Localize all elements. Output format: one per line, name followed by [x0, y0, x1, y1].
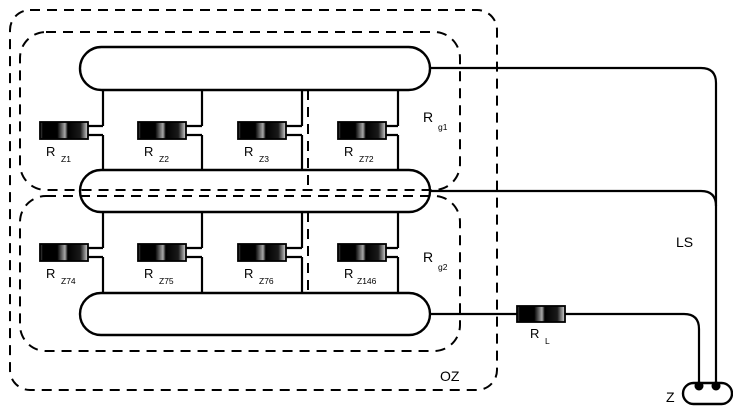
resistor-body	[237, 243, 287, 262]
resistor-leads	[286, 246, 302, 259]
resistor-label-sub: Z1	[61, 154, 71, 164]
group2-rails	[101, 212, 400, 293]
resistor-label-sub: Z75	[159, 276, 174, 286]
resistor-leads	[88, 124, 103, 137]
load-to-source-wire	[565, 312, 701, 384]
group1-label-main: R	[423, 109, 433, 125]
resistor-label-sub: Z76	[259, 276, 274, 286]
group1-label: R g1	[423, 109, 448, 132]
resistor-body	[516, 305, 566, 323]
resistor-body	[137, 121, 187, 140]
resistor-label: R	[46, 266, 55, 281]
resistor-label: R	[144, 144, 153, 159]
resistor-body	[137, 243, 187, 262]
group1-label-sub: g1	[438, 122, 448, 132]
group2-label: R g2	[423, 249, 448, 272]
resistor-leads	[186, 124, 202, 137]
resistor-label: R	[46, 144, 55, 159]
group2-label-sub: g2	[438, 262, 448, 272]
resistor-label: R	[144, 266, 153, 281]
group2-box	[19, 195, 461, 352]
resistor-body	[337, 243, 387, 262]
resistor-label-sub: Z3	[259, 154, 269, 164]
resistor-z72: R Z72	[337, 121, 398, 164]
source-element: Z	[666, 381, 733, 406]
resistor-z75: R Z75	[137, 243, 202, 286]
source-terminal-left	[694, 381, 704, 391]
resistor-label: R	[244, 266, 253, 281]
resistor-label-sub: Z72	[359, 154, 374, 164]
source-terminal-right	[711, 381, 721, 391]
resistor-z1: R Z1	[39, 121, 103, 164]
resistor-leads	[286, 124, 302, 137]
resistor-body	[237, 121, 287, 140]
resistor-leads	[386, 246, 398, 259]
load-resistor: R L	[516, 305, 566, 346]
resistor-z2: R Z2	[137, 121, 202, 164]
resistor-label: R	[244, 144, 253, 159]
resistor-label-sub: Z74	[61, 276, 76, 286]
middle-bus-to-source-wire	[430, 189, 718, 207]
resistor-leads	[386, 124, 398, 137]
resistor-label-sub: Z146	[357, 276, 377, 286]
resistor-body	[337, 121, 387, 140]
resistor-z74: R Z74	[39, 243, 103, 286]
source-body	[681, 381, 733, 406]
outer-box-label: OZ	[440, 368, 460, 384]
resistor-z146: R Z146	[337, 243, 398, 286]
resistor-z76: R Z76	[237, 243, 302, 286]
resistor-leads	[88, 246, 103, 259]
group1-box	[19, 31, 461, 191]
resistor-z3: R Z3	[237, 121, 302, 164]
bottom-bus-bar	[78, 291, 432, 337]
group2-label-main: R	[423, 249, 433, 265]
top-bus-bar	[78, 45, 432, 92]
top-bus-to-source-wire	[430, 66, 718, 384]
resistor-body	[39, 121, 89, 140]
loop-label: LS	[676, 234, 693, 250]
resistor-label-sub: Z2	[159, 154, 169, 164]
resistor-label: R	[344, 144, 353, 159]
outer-oz-box	[9, 9, 498, 391]
group1-rails	[101, 90, 400, 170]
source-label: Z	[666, 389, 675, 405]
resistor-label: R	[344, 266, 353, 281]
load-label: R	[530, 326, 539, 341]
resistor-body	[39, 243, 89, 262]
load-label-sub: L	[545, 336, 550, 346]
resistor-leads	[186, 246, 202, 259]
